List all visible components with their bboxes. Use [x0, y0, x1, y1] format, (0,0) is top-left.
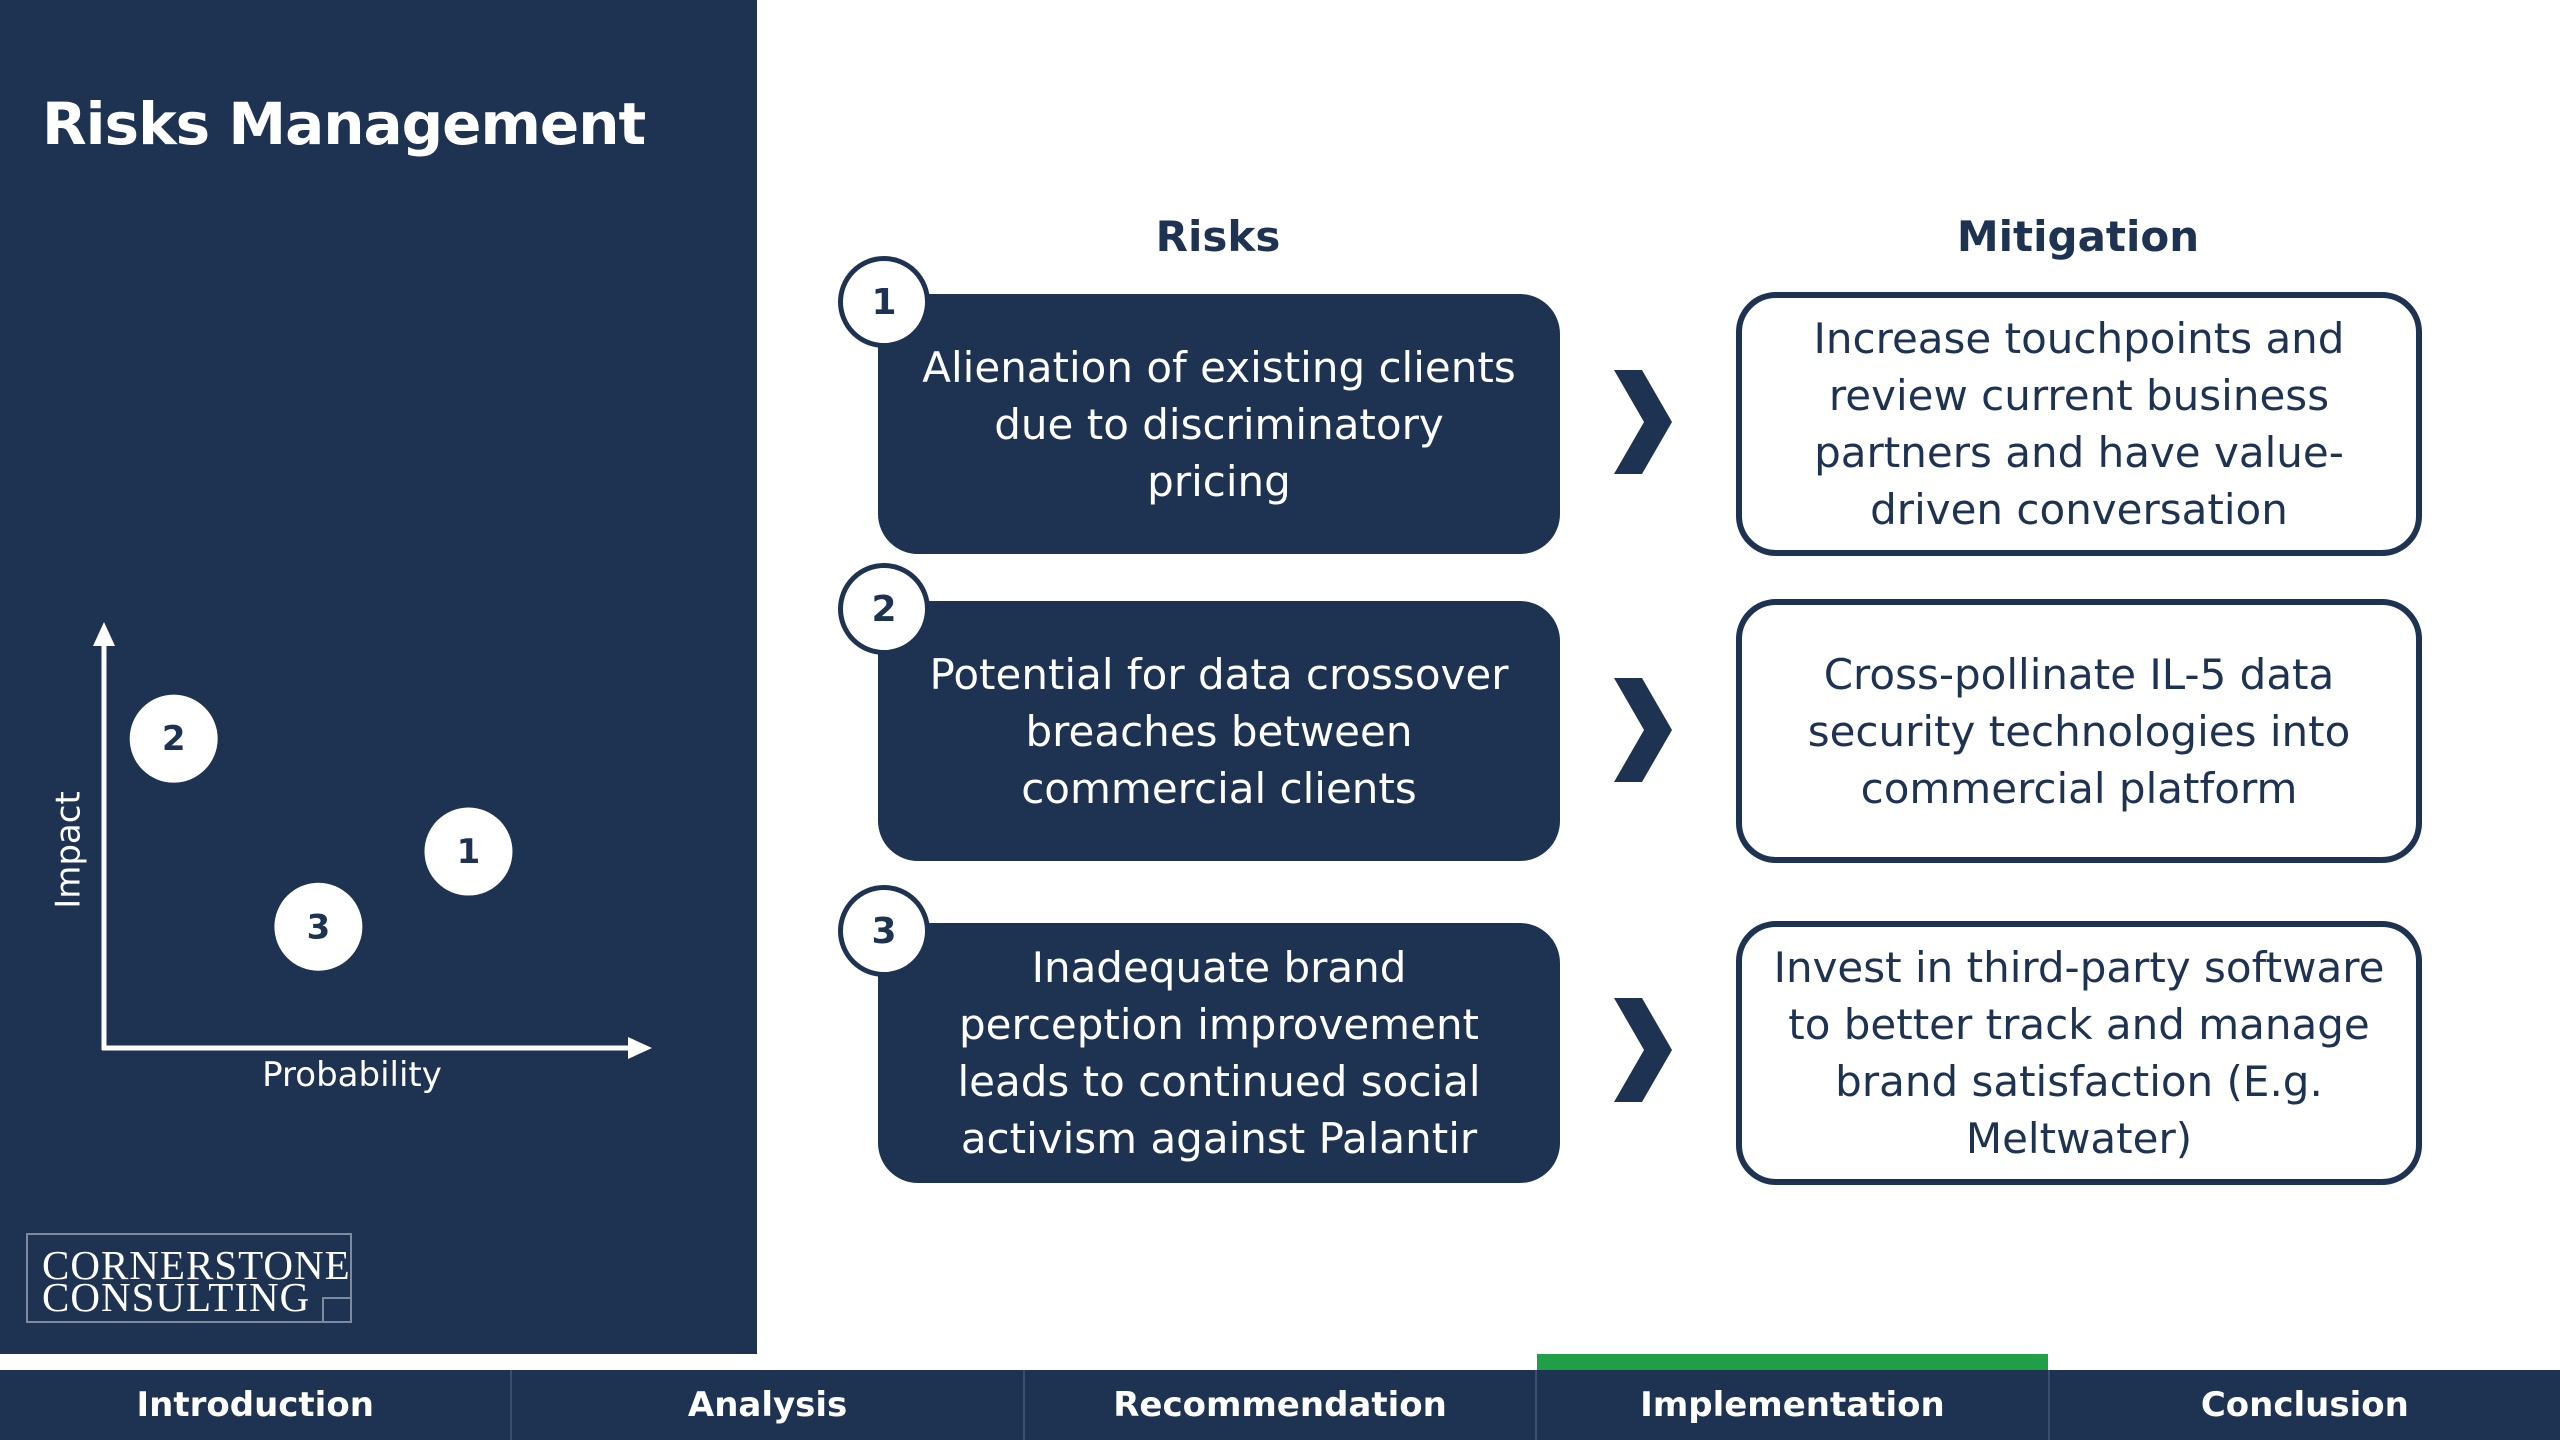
risk-matrix-plot: Impact Probability 2 1 3 — [49, 622, 652, 1095]
x-axis-arrow — [628, 1037, 652, 1059]
company-logo: CORNERSTONE CONSULTING — [26, 1233, 352, 1323]
nav-tab-analysis[interactable]: Analysis — [510, 1370, 1022, 1440]
mitigation-box-2: Cross-pollinate IL-5 data security techn… — [1736, 599, 2422, 863]
risk-point-2 — [129, 694, 218, 783]
risk-number-badge-1: 1 — [838, 256, 930, 348]
chevron-right-icon — [1614, 678, 1672, 782]
risk-point-label-2: 2 — [162, 719, 186, 759]
logo-text-line-1: CORNERSTONE — [42, 1242, 351, 1288]
logo-corner-mark — [322, 1297, 352, 1323]
risk-number-badge-3: 3 — [838, 885, 930, 977]
risk-box-3: Inadequate brand perception improvement … — [878, 923, 1560, 1183]
risk-box-2: Potential for data crossover breaches be… — [878, 601, 1560, 861]
chevron-right-icon — [1614, 998, 1672, 1102]
nav-tab-recommendation[interactable]: Recommendation — [1022, 1370, 1535, 1440]
risk-point-label-1: 1 — [457, 832, 481, 872]
risk-point-label-3: 3 — [307, 907, 331, 947]
y-axis-label: Impact — [49, 791, 89, 909]
y-axis-arrow — [93, 622, 115, 646]
risk-box-1: Alienation of existing clients due to di… — [878, 294, 1560, 554]
nav-tab-introduction[interactable]: Introduction — [136, 1385, 374, 1425]
risk-point-1 — [424, 807, 513, 896]
mitigation-box-3: Invest in third-party software to better… — [1736, 921, 2422, 1185]
page-title: Risks Management — [42, 90, 646, 158]
nav-tab-implementation[interactable]: Implementation — [1535, 1354, 2049, 1440]
x-axis-label: Probability — [262, 1055, 442, 1095]
nav-tab-conclusion[interactable]: Conclusion — [2047, 1370, 2560, 1440]
risk-point-3 — [274, 882, 363, 971]
risk-number-badge-2: 2 — [838, 563, 930, 655]
section-nav-bar: Introduction Analysis Recommendation Imp… — [0, 1354, 2560, 1440]
mitigation-column-header: Mitigation — [1956, 212, 2200, 261]
risks-column-header: Risks — [1155, 212, 1281, 261]
logo-text-line-2: CONSULTING — [42, 1274, 311, 1320]
plot-points: 2 1 3 — [129, 694, 513, 971]
mitigation-box-1: Increase touchpoints and review current … — [1736, 292, 2422, 556]
chevron-right-icon — [1614, 370, 1672, 474]
